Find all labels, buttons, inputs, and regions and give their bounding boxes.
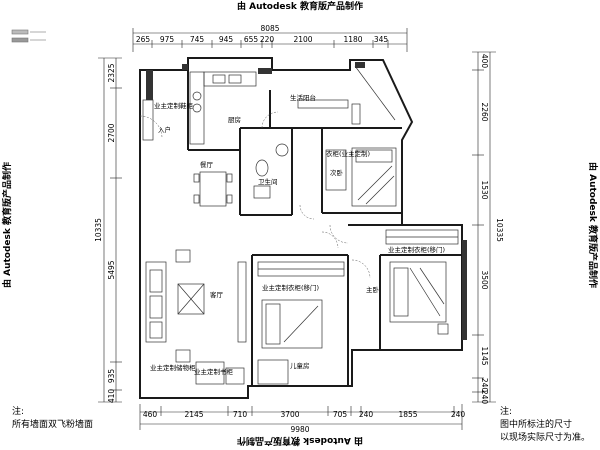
top-dimensions <box>132 28 408 52</box>
watermark-left: 由 Autodesk 教育版产品制作 <box>1 162 13 288</box>
dim-label: 2100 <box>293 35 312 44</box>
dim-label: 240 <box>480 390 489 405</box>
note-left: 注: 所有墙面双飞粉墙面 <box>12 406 93 432</box>
walls <box>139 57 463 399</box>
dim-label: 935 <box>107 369 116 384</box>
note-left-text: 所有墙面双飞粉墙面 <box>12 420 94 430</box>
cabinet-note: 业主定制衣柜(移门) <box>262 283 319 292</box>
dim-label: 240 <box>359 410 374 419</box>
watermark-right: 由 Autodesk 教育版产品制作 <box>587 162 599 288</box>
dim-label: 460 <box>143 410 158 419</box>
note-right-line2: 以现场实际尺寸为准。 <box>500 433 591 443</box>
bottom-total-dim: 9980 <box>290 425 309 434</box>
dim-label: 710 <box>233 410 248 419</box>
bottom-dimensions <box>139 404 463 430</box>
dim-label: 745 <box>190 35 205 44</box>
room-living: 客厅 <box>210 290 224 299</box>
dim-label: 1855 <box>398 410 417 419</box>
door-swings <box>139 111 371 279</box>
cabinet-note: 业主定制鞋柜 <box>154 101 194 110</box>
right-total-dim: 10335 <box>495 218 504 242</box>
room-master: 主卧 <box>366 285 380 294</box>
room-balcony: 生活阳台 <box>290 93 316 102</box>
cabinet-note: 业主定制书柜 <box>194 367 234 376</box>
dim-label: 2325 <box>107 63 116 82</box>
dim-label: 705 <box>333 410 348 419</box>
dim-label: 345 <box>374 35 389 44</box>
left-dim-labels: 2325 2700 5495 935 410 <box>107 63 116 403</box>
left-total-dim: 10335 <box>94 218 103 242</box>
room-bathroom: 卫生间 <box>258 177 278 186</box>
dim-label: 240 <box>480 378 489 393</box>
dim-label: 2145 <box>184 410 203 419</box>
watermark-bottom: 由 Autodesk 教育版产品制作 <box>237 435 363 447</box>
note-right-line1: 图中所标注的尺寸 <box>500 420 573 430</box>
left-dimensions <box>98 57 122 403</box>
dim-label: 5495 <box>107 260 116 279</box>
note-right: 注: 图中所标注的尺寸 以现场实际尺寸为准。 <box>500 406 590 445</box>
room-labels: 厨房 入户 生活阳台 餐厅 卫生间 次卧 客厅 主卧 儿童房 <box>158 93 380 370</box>
dim-label: 240 <box>451 410 466 419</box>
dim-label: 975 <box>160 35 175 44</box>
cabinet-note: 衣柜(业主定制) <box>326 149 370 158</box>
room-kids: 儿童房 <box>290 361 310 370</box>
note-left-title: 注: <box>12 407 25 417</box>
bottom-dim-labels: 460 2145 710 3700 705 240 1855 240 <box>143 410 466 419</box>
dim-label: 220 <box>260 35 275 44</box>
legend <box>11 29 46 43</box>
dim-label: 655 <box>244 35 259 44</box>
dim-label: 265 <box>136 35 151 44</box>
room-second-bedroom: 次卧 <box>330 168 344 177</box>
furniture <box>142 65 459 385</box>
dim-label: 400 <box>480 54 489 69</box>
room-kitchen: 厨房 <box>228 115 241 124</box>
wall-columns <box>146 62 467 340</box>
dim-label: 945 <box>219 35 234 44</box>
note-right-title: 注: <box>500 407 513 417</box>
cabinet-notes: 业主定制鞋柜 衣柜(业主定制) 业主定制衣柜(移门) 业主定制衣柜(移门) 业主… <box>150 101 445 376</box>
cabinet-note: 业主定制储物柜 <box>150 363 196 372</box>
right-dimensions <box>472 51 496 403</box>
room-entry: 入户 <box>158 125 171 134</box>
dim-label: 2700 <box>107 123 116 142</box>
cabinet-note: 业主定制衣柜(移门) <box>388 245 445 254</box>
room-dining: 餐厅 <box>200 160 214 169</box>
top-dim-labels: 265 975 745 945 655 220 2100 1180 345 <box>136 35 389 44</box>
dim-label: 1180 <box>343 35 362 44</box>
dim-label: 1530 <box>480 180 489 199</box>
watermark-top: 由 Autodesk 教育版产品制作 <box>237 0 363 12</box>
top-total-dim: 8085 <box>260 24 279 33</box>
dim-label: 1145 <box>480 346 489 365</box>
right-dim-labels: 400 2260 3500 1530 1145 240 240 <box>480 54 489 405</box>
dim-label: 2260 <box>480 102 489 121</box>
dim-label: 410 <box>107 389 116 404</box>
dim-label: 3700 <box>280 410 299 419</box>
dim-label: 3500 <box>480 270 489 289</box>
